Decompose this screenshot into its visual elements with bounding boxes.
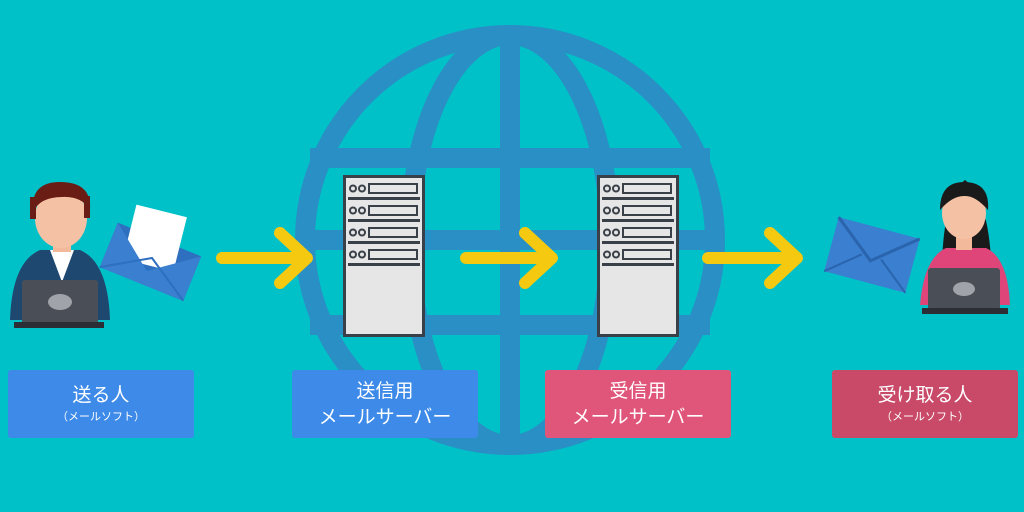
arrow-right-icon bbox=[702, 227, 803, 289]
arrow-right-icon bbox=[216, 227, 313, 289]
person-laptop-female-icon bbox=[920, 180, 1010, 314]
send-server-label: 送信用 bbox=[356, 380, 414, 402]
send-server-label-box: 送信用 メールサーバー bbox=[292, 370, 478, 438]
receiver-sublabel: （メールソフト） bbox=[881, 409, 969, 423]
sender-label-box: 送る人 （メールソフト） bbox=[8, 370, 194, 438]
person-laptop-male-icon bbox=[10, 182, 110, 328]
recv-server-sublabel: メールサーバー bbox=[571, 406, 705, 428]
receiver-label: 受け取る人 bbox=[877, 383, 973, 406]
receiver-label-box: 受け取る人 （メールソフト） bbox=[832, 370, 1018, 438]
sender-sublabel: （メールソフト） bbox=[57, 409, 145, 423]
envelope-closed-icon bbox=[823, 216, 921, 294]
send-server-sublabel: メールサーバー bbox=[318, 406, 452, 428]
arrow-right-icon bbox=[460, 227, 558, 289]
envelope-open-icon bbox=[99, 204, 202, 302]
sender-label: 送る人 bbox=[72, 383, 130, 406]
recv-server-label-box: 受信用 メールサーバー bbox=[545, 370, 731, 438]
recv-server-label: 受信用 bbox=[609, 380, 667, 402]
